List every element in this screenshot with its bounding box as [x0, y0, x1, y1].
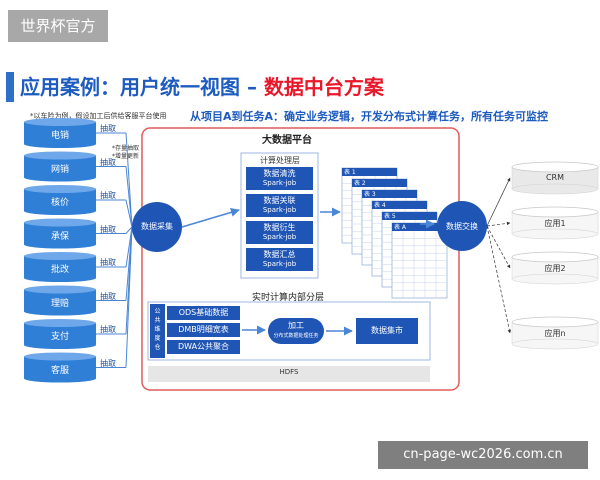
source-cylinders [24, 118, 96, 383]
exchange-label: 数据交换 [446, 222, 478, 231]
platform-title: 大数据平台 [262, 135, 312, 146]
source-cylinder-3 [24, 218, 96, 249]
layer-dwa-label: DWA公共聚合 [177, 342, 230, 351]
source-label-7: 客服 [50, 365, 69, 376]
compute-layer-title: 计算处理层 [260, 156, 300, 165]
source-label-2: 核价 [50, 198, 69, 208]
footer-url: cn-page-wc2026.com.cn [378, 441, 588, 469]
extract-label-4: 抽取 [100, 258, 116, 267]
source-label-5: 理赔 [50, 298, 69, 309]
arrow-collect-compute [181, 208, 240, 228]
extract-label-0: 抽取 [100, 124, 116, 133]
process-label: 加工 [288, 321, 304, 330]
table-stack [341, 167, 448, 299]
extract-note-incremental: *增量更新 [112, 153, 140, 160]
source-diag-2 [125, 199, 133, 228]
source-cylinder-2 [24, 185, 96, 215]
extract-label-5: 抽取 [100, 291, 116, 301]
title-main: 应用案例：用户统一视图 – [20, 75, 257, 99]
compute-box-sub-1: Spark-job [262, 206, 297, 214]
source-diag-3 [125, 226, 133, 234]
extract-label-7: 抽取 [100, 358, 116, 368]
source-cylinder-6 [24, 319, 96, 349]
realtime-side-bar [150, 304, 165, 358]
extract-label-2: 抽取 [100, 191, 116, 200]
compute-box-name-3: 数据汇总 [263, 250, 296, 259]
source-cylinder-5 [24, 285, 96, 316]
target-label-0: CRM [545, 173, 565, 182]
source-cylinder-7 [24, 352, 96, 383]
extract-label-1: 抽取 [100, 157, 116, 167]
hdfs-label: HDFS [279, 368, 299, 376]
target-line-0 [486, 177, 511, 227]
source-label-3: 承保 [50, 231, 69, 242]
source-diag-0 [125, 132, 133, 228]
watermark-badge: 世界杯官方 [8, 10, 108, 42]
layer-dwa-box [167, 340, 240, 354]
compute-box-sub-3: Spark-job [262, 260, 297, 268]
target-line-1 [486, 221, 511, 227]
diagram-subtitle: 从项目A到任务A：确定业务逻辑，开发分布式计算任务，所有任务可监控 [190, 110, 549, 123]
source-diag-1 [125, 166, 133, 228]
platform-border [141, 127, 460, 391]
table-label-4: 表 5 [384, 213, 396, 220]
title-accent: 数据中台方案 [263, 75, 384, 99]
target-connectors [486, 177, 512, 334]
source-cylinder-0 [24, 118, 96, 148]
source-cylinder-1 [24, 151, 96, 182]
compute-box-name-2: 数据衍生 [263, 223, 296, 232]
extract-note-stock: *存量抽取 [112, 145, 140, 152]
layer-dmb-label: DMB明细宽表 [178, 325, 229, 334]
target-line-2 [486, 225, 511, 269]
process-box [268, 318, 324, 344]
page-title: 应用案例：用户统一视图 – 数据中台方案 [20, 72, 384, 102]
target-line-3 [486, 225, 512, 334]
layer-dmb-box [167, 323, 240, 337]
title-accent-bar [6, 72, 14, 102]
compute-box-sub-2: Spark-job [262, 233, 297, 241]
extract-label-6: 抽取 [100, 325, 116, 334]
mart-box [356, 318, 418, 344]
source-connectors [96, 132, 133, 368]
table-label-2: 表 3 [364, 191, 376, 198]
source-label-4: 批改 [50, 265, 69, 275]
layer-ods-box [167, 306, 240, 320]
table-sheet-5 [391, 222, 448, 299]
scenario-note: *以车险为例，假设加工后供给客服平台使用 [30, 112, 167, 120]
compute-box-sub-0: Spark-job [262, 179, 297, 187]
table-label-5: 表 A [394, 224, 407, 231]
target-cylinder-3 [511, 316, 599, 350]
table-label-3: 表 4 [374, 202, 386, 209]
target-cylinder-1 [511, 206, 599, 240]
target-label-2: 应用2 [544, 264, 566, 273]
source-label-1: 网销 [50, 164, 69, 175]
table-label-1: 表 2 [354, 180, 366, 187]
hdfs-bar [148, 366, 430, 382]
exchange-circle [437, 201, 487, 251]
source-label-0: 电销 [50, 131, 69, 141]
source-cylinder-4 [24, 252, 96, 282]
collect-label: 数据采集 [141, 222, 173, 231]
compute-box-name-0: 数据清洗 [263, 169, 296, 178]
realtime-side-label: 公 共 维 度 仓 [154, 308, 161, 351]
layer-ods-label: ODS基础数据 [178, 308, 229, 317]
source-diag-7 [125, 226, 133, 368]
target-cylinders [511, 161, 599, 350]
process-sub-label: 分布式数据处理任务 [273, 333, 319, 339]
source-label-6: 支付 [50, 332, 69, 342]
collect-circle [132, 202, 182, 252]
realtime-title: 实时计算内部分层 [252, 293, 325, 303]
target-label-1: 应用1 [544, 219, 566, 228]
mart-label: 数据集市 [371, 326, 403, 335]
target-label-3: 应用n [544, 329, 566, 338]
target-cylinder-0 [511, 161, 599, 195]
extract-label-3: 抽取 [100, 224, 116, 234]
compute-box-name-1: 数据关联 [263, 196, 296, 205]
table-label-0: 表 1 [344, 169, 356, 176]
target-cylinder-2 [511, 251, 599, 285]
